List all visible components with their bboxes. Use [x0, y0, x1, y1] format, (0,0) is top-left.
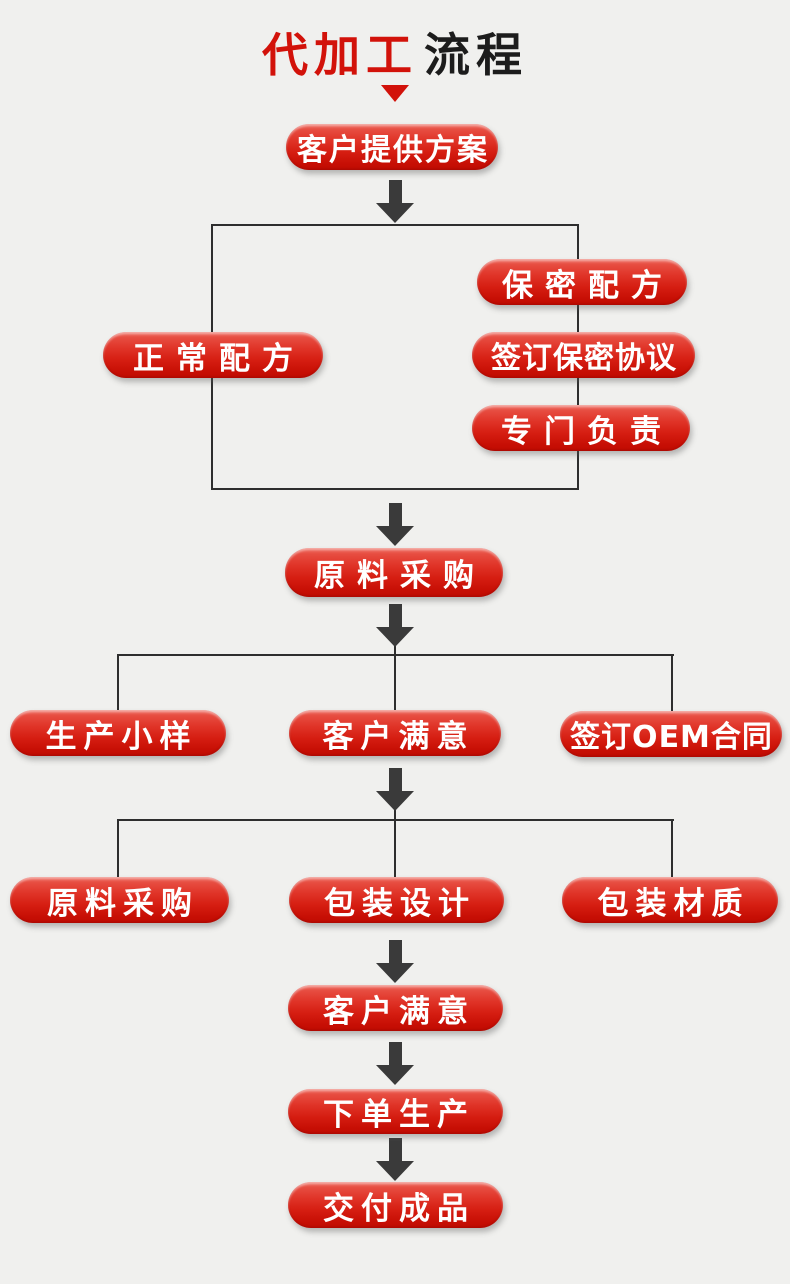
connector-branch2-horizontal — [118, 819, 674, 821]
title-pointer-triangle-icon — [381, 85, 409, 102]
connector-branch2-center-drop — [394, 810, 396, 879]
down-arrow-6 — [376, 1042, 414, 1085]
flow-node-raw-material-purchase-1: 原料采购 — [285, 548, 503, 597]
flow-node-customer-satisfied-1: 客户满意 — [289, 710, 501, 756]
flow-node-label: 包装材质 — [597, 885, 750, 922]
flow-node-package-material: 包装材质 — [562, 877, 778, 923]
flow-node-label: 原料采购 — [314, 558, 486, 594]
connector-branch1-horizontal — [118, 654, 674, 656]
arrow-head-icon — [376, 1065, 414, 1085]
connector-branch2-right-drop — [671, 819, 673, 879]
down-arrow-5 — [376, 940, 414, 983]
flow-node-label: 包装设计 — [324, 885, 476, 922]
flow-node-label: 客户满意 — [322, 718, 475, 755]
arrow-head-icon — [376, 627, 414, 647]
flow-node-deliver-finished-product: 交付成品 — [288, 1182, 503, 1228]
flow-node-normal-formula: 正常配方 — [103, 332, 323, 378]
flow-node-label: 生产小样 — [45, 718, 198, 755]
arrow-stem — [388, 768, 402, 791]
arrow-stem — [388, 503, 402, 526]
page-title-red-part: 代加工 — [262, 28, 418, 82]
flow-node-label: 专门负责 — [501, 413, 673, 450]
arrow-stem — [388, 1138, 402, 1161]
flow-node-label: 下单生产 — [323, 1097, 475, 1133]
arrow-stem — [388, 180, 402, 203]
flow-node-secret-formula: 保密配方 — [477, 259, 687, 305]
flow-node-customer-satisfied-2: 客户满意 — [288, 985, 503, 1031]
flow-node-place-order-production: 下单生产 — [288, 1089, 503, 1134]
flow-node-label: 客户满意 — [323, 993, 475, 1030]
arrow-stem — [388, 1042, 402, 1065]
flow-node-customer-plan: 客户提供方案 — [286, 124, 498, 170]
arrow-head-icon — [376, 203, 414, 223]
down-arrow-2 — [376, 503, 414, 546]
page-title: 代加工流程 — [262, 30, 528, 81]
connector-branch1-center-drop — [394, 645, 396, 711]
flow-node-label: 保密配方 — [502, 267, 674, 304]
arrow-stem — [388, 940, 402, 963]
down-arrow-3 — [376, 604, 414, 647]
down-arrow-4 — [376, 768, 414, 811]
flow-node-label: 正常配方 — [133, 340, 305, 377]
flow-node-produce-sample: 生产小样 — [10, 710, 226, 756]
flow-node-label: 交付成品 — [323, 1190, 475, 1227]
down-arrow-7 — [376, 1138, 414, 1181]
flow-node-dedicated-responsibility: 专门负责 — [472, 405, 690, 451]
arrow-stem — [388, 604, 402, 627]
page-title-black-part: 流程 — [424, 28, 528, 82]
arrow-head-icon — [376, 526, 414, 546]
flow-node-label: 客户提供方案 — [297, 133, 489, 168]
connector-branch2-left-drop — [117, 819, 119, 879]
flow-node-raw-material-purchase-2: 原料采购 — [10, 877, 229, 923]
flow-node-label: 签订保密协议 — [491, 341, 677, 376]
flow-node-label: 原料采购 — [47, 885, 199, 922]
down-arrow-1 — [376, 180, 414, 223]
arrow-head-icon — [376, 791, 414, 811]
connector-branch1-left-drop — [117, 654, 119, 712]
flow-node-label: 签订OEM合同 — [570, 720, 773, 755]
flow-node-sign-oem-contract: 签订OEM合同 — [560, 711, 782, 757]
arrow-head-icon — [376, 963, 414, 983]
connector-branch1-right-drop — [671, 654, 673, 713]
flow-node-package-design: 包装设计 — [289, 877, 504, 923]
flow-node-sign-nda: 签订保密协议 — [472, 332, 695, 378]
arrow-head-icon — [376, 1161, 414, 1181]
